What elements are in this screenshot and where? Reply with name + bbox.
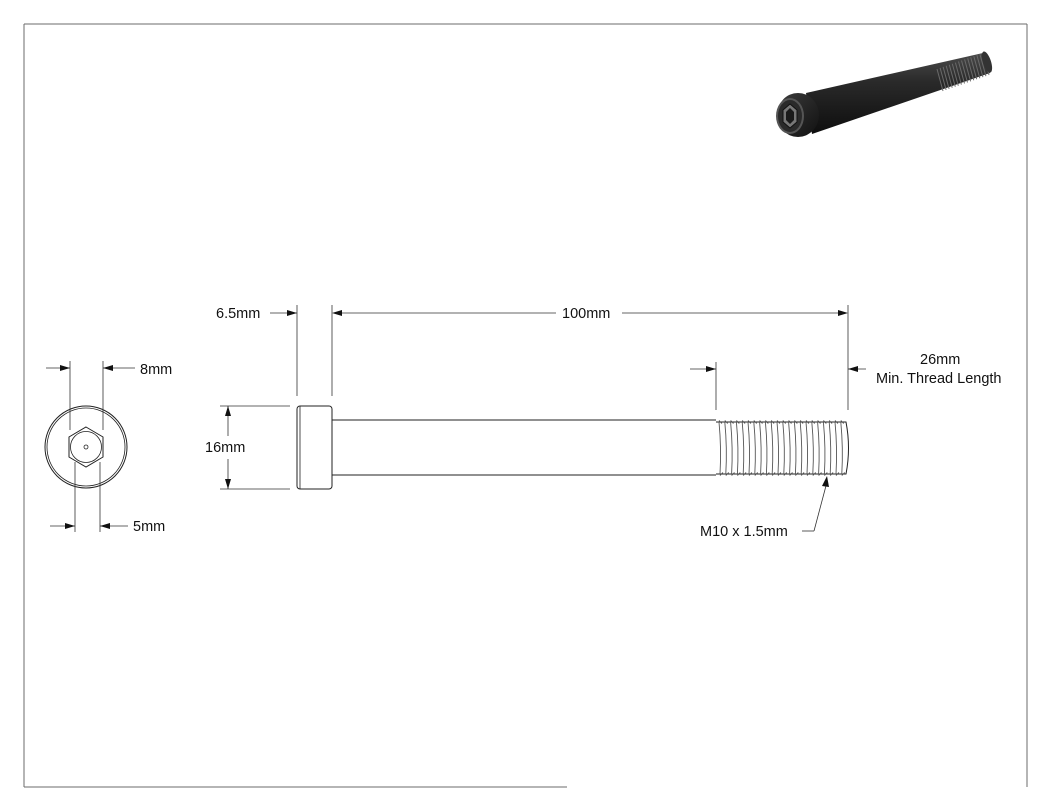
bolt-3d-render-icon xyxy=(776,51,993,137)
thread-spec-callout: M10 x 1.5mm xyxy=(700,476,829,540)
head-end-view xyxy=(44,405,128,489)
dimension-hex-socket: 5mm xyxy=(50,462,165,535)
thread-spec-label: M10 x 1.5mm xyxy=(700,524,788,540)
thread-length-value: 26mm xyxy=(920,352,960,368)
dimension-head-diameter: 16mm xyxy=(205,405,290,490)
bolt-side-view xyxy=(296,405,849,490)
head-height-label: 6.5mm xyxy=(216,306,260,322)
dimension-head-height: 6.5mm xyxy=(216,305,342,396)
head-diameter-label: 16mm xyxy=(205,440,245,456)
drawing-frame xyxy=(23,23,1028,788)
dimension-thread-length: 26mm Min. Thread Length xyxy=(690,352,1001,410)
dimension-shaft-length: 100mm xyxy=(342,305,849,410)
dimension-hex-drive: 8mm xyxy=(46,361,172,430)
thread-length-note: Min. Thread Length xyxy=(876,371,1001,387)
hex-drive-label: 8mm xyxy=(140,362,172,378)
hex-socket-label: 5mm xyxy=(133,519,165,535)
thread-section xyxy=(716,420,849,476)
render-thread-ridges xyxy=(936,52,990,92)
shaft-length-label: 100mm xyxy=(562,306,610,322)
